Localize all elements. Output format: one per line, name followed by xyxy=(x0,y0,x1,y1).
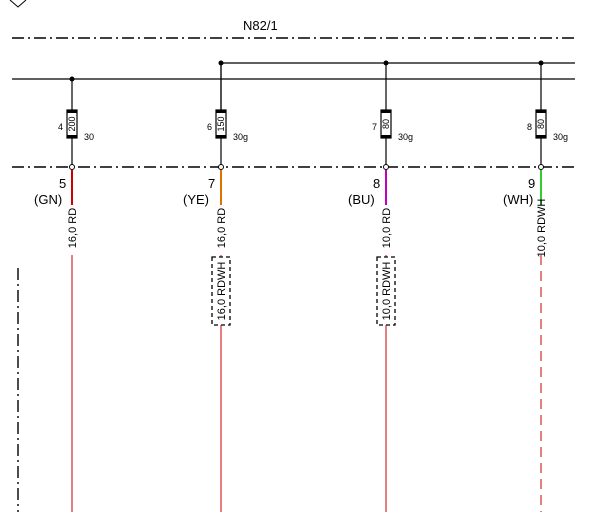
fuse-number: 4 xyxy=(58,122,63,132)
fuse-cap-bottom xyxy=(216,135,226,138)
fuse-terminal-tag: 30g xyxy=(398,132,413,142)
fuse-rating: 80 xyxy=(536,119,546,129)
module-label: N82/1 xyxy=(243,18,278,33)
fuse-cap-top xyxy=(536,110,546,113)
pin-color-label: (BU) xyxy=(348,192,375,207)
wire-label: 16,0 RD xyxy=(67,208,79,248)
fuse-cap-bottom xyxy=(381,135,391,138)
fuse-rating: 150 xyxy=(216,116,226,131)
wire-label: 10,0 RD xyxy=(381,208,393,248)
fuse-rating: 80 xyxy=(381,119,391,129)
fuse-cap-top xyxy=(216,110,226,113)
wire-label: 16,0 RD xyxy=(216,208,228,248)
pin-number: 8 xyxy=(373,176,380,191)
pin-color-label: (GN) xyxy=(34,192,62,207)
pin-color-label: (WH) xyxy=(503,192,533,207)
wire-section-label: 16,0 RDWH xyxy=(216,262,228,321)
fuse-number: 7 xyxy=(372,122,377,132)
connector-pin xyxy=(538,164,544,170)
pin-number: 9 xyxy=(528,176,535,191)
pin-number: 5 xyxy=(59,176,66,191)
fuse-cap-top xyxy=(381,110,391,113)
pin-number: 7 xyxy=(208,176,215,191)
connector-pin xyxy=(218,164,224,170)
pin-color-label: (YE) xyxy=(183,192,209,207)
wire-label: 10,0 RDWH xyxy=(536,199,548,258)
fuse-number: 6 xyxy=(207,122,212,132)
fuse-cap-top xyxy=(67,110,77,113)
fuse-terminal-tag: 30 xyxy=(84,132,94,142)
connector-pin xyxy=(383,164,389,170)
fuse-rating: 200 xyxy=(67,116,77,131)
fuse-number: 8 xyxy=(527,122,532,132)
wire-section-label: 10,0 RDWH xyxy=(381,262,393,321)
corner-mark xyxy=(9,0,27,8)
fuse-cap-bottom xyxy=(67,135,77,138)
fuse-terminal-tag: 30g xyxy=(233,132,248,142)
fuse-terminal-tag: 30g xyxy=(553,132,568,142)
connector-pin xyxy=(69,164,75,170)
fuse-cap-bottom xyxy=(536,135,546,138)
